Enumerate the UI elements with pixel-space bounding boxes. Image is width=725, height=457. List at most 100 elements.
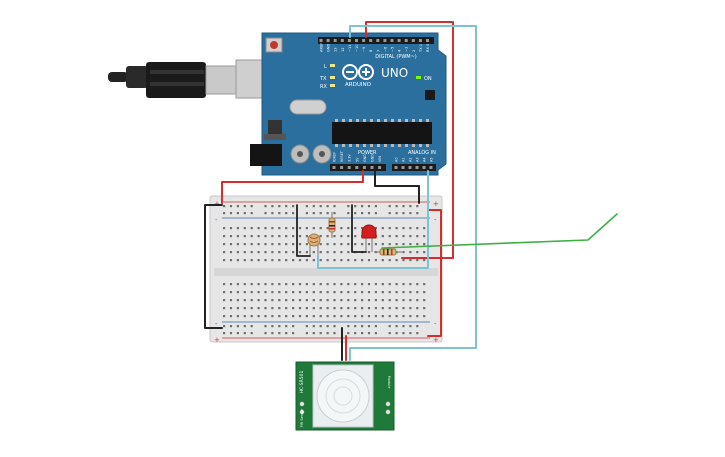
breadboard-hole[interactable] [278,332,281,335]
breadboard-hole[interactable] [354,283,357,286]
breadboard-hole[interactable] [229,212,233,215]
breadboard-hole[interactable] [333,315,336,318]
breadboard-hole[interactable] [409,283,412,286]
breadboard-hole[interactable] [326,243,329,246]
breadboard-hole[interactable] [298,251,302,254]
breadboard-hole[interactable] [223,259,226,262]
breadboard-hole[interactable] [236,243,239,246]
breadboard-hole[interactable] [319,325,322,328]
breadboard-hole[interactable] [292,259,295,262]
breadboard-hole[interactable] [361,291,364,294]
breadboard-hole[interactable] [374,243,377,246]
breadboard-hole[interactable] [305,291,308,294]
breadboard-hole[interactable] [367,205,371,208]
breadboard-hole[interactable] [402,315,405,318]
breadboard-hole[interactable] [285,205,288,208]
breadboard-hole[interactable] [312,325,315,328]
breadboard-hole[interactable] [402,235,405,238]
breadboard-hole[interactable] [292,235,295,238]
breadboard-hole[interactable] [395,307,398,310]
breadboard-hole[interactable] [423,315,426,318]
breadboard-hole[interactable] [243,235,246,238]
breadboard-hole[interactable] [319,205,322,208]
breadboard-hole[interactable] [416,243,419,246]
digital-pin-hole[interactable] [362,39,366,42]
breadboard-hole[interactable] [423,235,426,238]
breadboard-hole[interactable] [423,259,426,262]
breadboard-hole[interactable] [250,227,253,230]
breadboard-hole[interactable] [326,307,329,310]
wire-gnd-loop-black[interactable] [204,204,223,329]
breadboard-hole[interactable] [340,299,343,302]
breadboard-hole[interactable] [416,291,419,294]
breadboard-hole[interactable] [298,243,302,246]
breadboard-hole[interactable] [278,251,281,254]
digital-pin-hole[interactable] [333,39,337,42]
breadboard-hole[interactable] [347,205,350,208]
breadboard-hole[interactable] [374,325,377,328]
breadboard-hole[interactable] [292,251,295,254]
breadboard-hole[interactable] [312,299,315,302]
breadboard-hole[interactable] [367,307,371,310]
breadboard-hole[interactable] [388,212,391,215]
breadboard-hole[interactable] [402,259,405,262]
power-pin-hole[interactable] [332,166,336,169]
breadboard-hole[interactable] [236,307,239,310]
breadboard-hole[interactable] [285,315,288,318]
breadboard-hole[interactable] [285,299,288,302]
breadboard-hole[interactable] [285,332,288,335]
resistor-ldr[interactable] [328,212,336,238]
analog-pin-hole[interactable] [401,166,405,169]
breadboard-hole[interactable] [402,332,405,335]
breadboard-hole[interactable] [381,227,384,230]
breadboard-hole[interactable] [298,291,302,294]
breadboard-hole[interactable] [347,227,350,230]
breadboard-hole[interactable] [305,251,308,254]
breadboard-hole[interactable] [264,315,267,318]
breadboard-hole[interactable] [423,227,426,230]
breadboard-hole[interactable] [236,205,239,208]
breadboard-hole[interactable] [292,325,295,328]
breadboard-hole[interactable] [229,332,233,335]
breadboard-hole[interactable] [416,307,419,310]
breadboard-hole[interactable] [319,291,322,294]
breadboard-hole[interactable] [340,291,343,294]
breadboard-hole[interactable] [264,243,267,246]
breadboard-hole[interactable] [319,243,322,246]
breadboard-hole[interactable] [333,291,336,294]
breadboard-hole[interactable] [271,332,274,335]
breadboard-hole[interactable] [361,227,364,230]
breadboard-hole[interactable] [409,315,412,318]
breadboard-hole[interactable] [278,235,281,238]
breadboard-hole[interactable] [229,251,233,254]
breadboard-hole[interactable] [326,291,329,294]
breadboard-hole[interactable] [354,291,357,294]
breadboard-hole[interactable] [423,299,426,302]
breadboard-hole[interactable] [278,291,281,294]
breadboard-hole[interactable] [250,325,253,328]
breadboard-hole[interactable] [402,243,405,246]
breadboard-hole[interactable] [326,235,329,238]
breadboard-hole[interactable] [361,212,364,215]
breadboard-hole[interactable] [409,307,412,310]
breadboard-hole[interactable] [319,235,322,238]
breadboard-hole[interactable] [305,205,308,208]
breadboard-hole[interactable] [367,212,371,215]
breadboard-hole[interactable] [347,332,350,335]
breadboard-hole[interactable] [243,315,246,318]
breadboard-hole[interactable] [347,315,350,318]
breadboard-hole[interactable] [278,307,281,310]
breadboard-hole[interactable] [423,283,426,286]
breadboard-hole[interactable] [229,205,233,208]
breadboard-hole[interactable] [402,307,405,310]
breadboard-hole[interactable] [374,259,377,262]
breadboard-hole[interactable] [381,235,384,238]
breadboard-hole[interactable] [278,212,281,215]
breadboard-hole[interactable] [257,307,260,310]
breadboard-hole[interactable] [340,243,343,246]
breadboard-hole[interactable] [333,283,336,286]
breadboard-hole[interactable] [243,332,246,335]
breadboard-hole[interactable] [319,227,322,230]
breadboard-hole[interactable] [278,283,281,286]
breadboard[interactable]: + - + - - + - + [209,195,443,344]
